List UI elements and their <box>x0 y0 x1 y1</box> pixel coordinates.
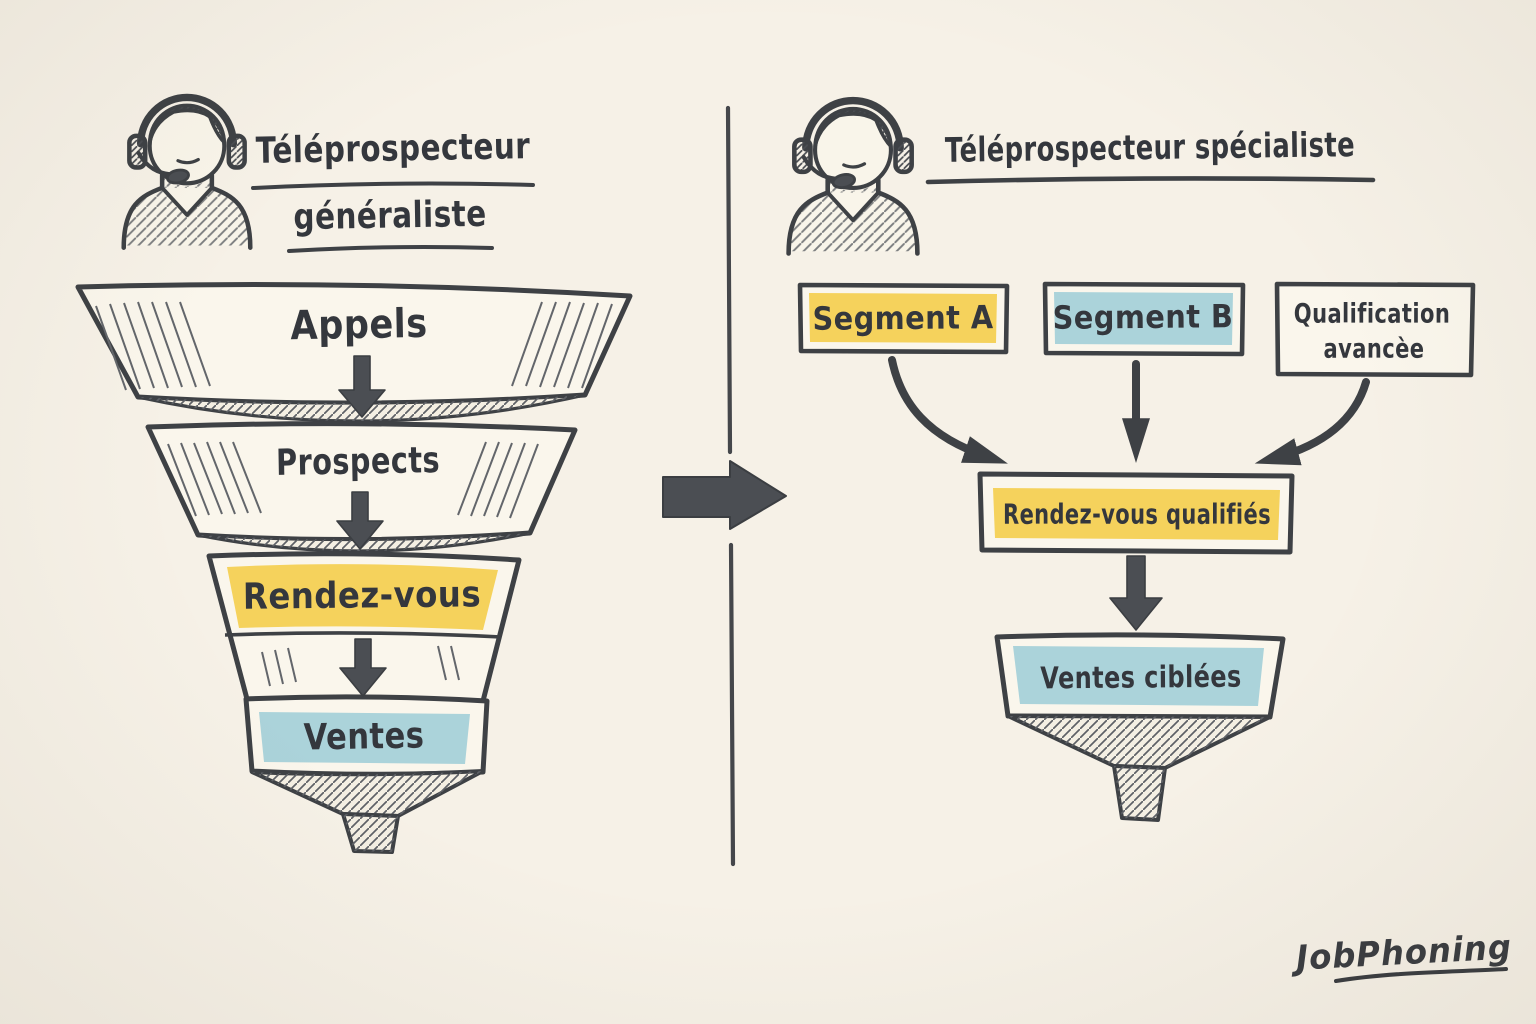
funnel-stage-appels-label: Appels <box>290 300 428 350</box>
right-title: Téléprospecteur spécialiste <box>944 125 1356 171</box>
band3-divider-line <box>224 631 502 639</box>
arrow-qualification <box>1254 378 1370 466</box>
title-underlines <box>251 176 1376 253</box>
ventes-highlight <box>259 712 470 764</box>
funnel-stage-prospects-label: Prospects <box>275 440 441 484</box>
rendezvous-qualifies-highlight <box>993 488 1280 540</box>
band1-side-hatch <box>95 301 613 391</box>
left-title-underline-2 <box>287 245 494 253</box>
rendezvous-qualifies-label: Rendez-vous qualifiés <box>1003 497 1271 531</box>
headset-agent-icon-left <box>124 97 251 247</box>
divider-line-top <box>725 105 733 455</box>
segment-a-highlight <box>809 293 997 343</box>
right-cone-hatch <box>1008 716 1270 768</box>
band2-side-hatch <box>167 441 539 519</box>
ventes-ciblees-highlight <box>1013 646 1264 706</box>
cone-hatch <box>252 771 483 816</box>
down-arrow-rendezvous <box>339 638 387 697</box>
down-arrow-prospects <box>336 491 384 550</box>
rendezvous-highlight <box>227 564 498 630</box>
ventes-ciblees-label: Ventes ciblées <box>1040 659 1242 697</box>
segment-b-highlight <box>1054 292 1233 345</box>
down-arrow-qualifies <box>1109 555 1163 631</box>
funnel-stage-ventes-label: Ventes <box>303 715 425 759</box>
center-divider <box>725 105 736 867</box>
qualification-label-line1: Qualification <box>1293 298 1451 330</box>
band3-side-ticks <box>261 645 460 687</box>
funnel-stage-rendezvous-label: Rendez-vous <box>242 574 482 618</box>
headset-agent-icon-right <box>789 101 918 254</box>
down-arrow-appels <box>338 355 386 418</box>
right-title-underline <box>925 176 1376 185</box>
logo-underline <box>1334 967 1508 983</box>
qualification-label-line2: avancèe <box>1323 333 1425 365</box>
left-funnel <box>75 281 633 854</box>
left-title-line2: généraliste <box>293 193 487 239</box>
left-title-line1: Téléprospecteur <box>255 126 531 172</box>
arrow-segment-a <box>888 356 1008 464</box>
right-flow <box>797 281 1476 822</box>
right-spout-hatch <box>1114 766 1165 820</box>
segment-b-label: Segment B <box>1052 297 1234 337</box>
right-arrow-icon <box>662 460 787 530</box>
spout-hatch <box>343 814 398 852</box>
segment-a-label: Segment A <box>812 298 994 338</box>
left-title-underline-1 <box>251 181 535 190</box>
divider-line-bottom <box>728 542 736 867</box>
qualification-box <box>1274 281 1476 378</box>
